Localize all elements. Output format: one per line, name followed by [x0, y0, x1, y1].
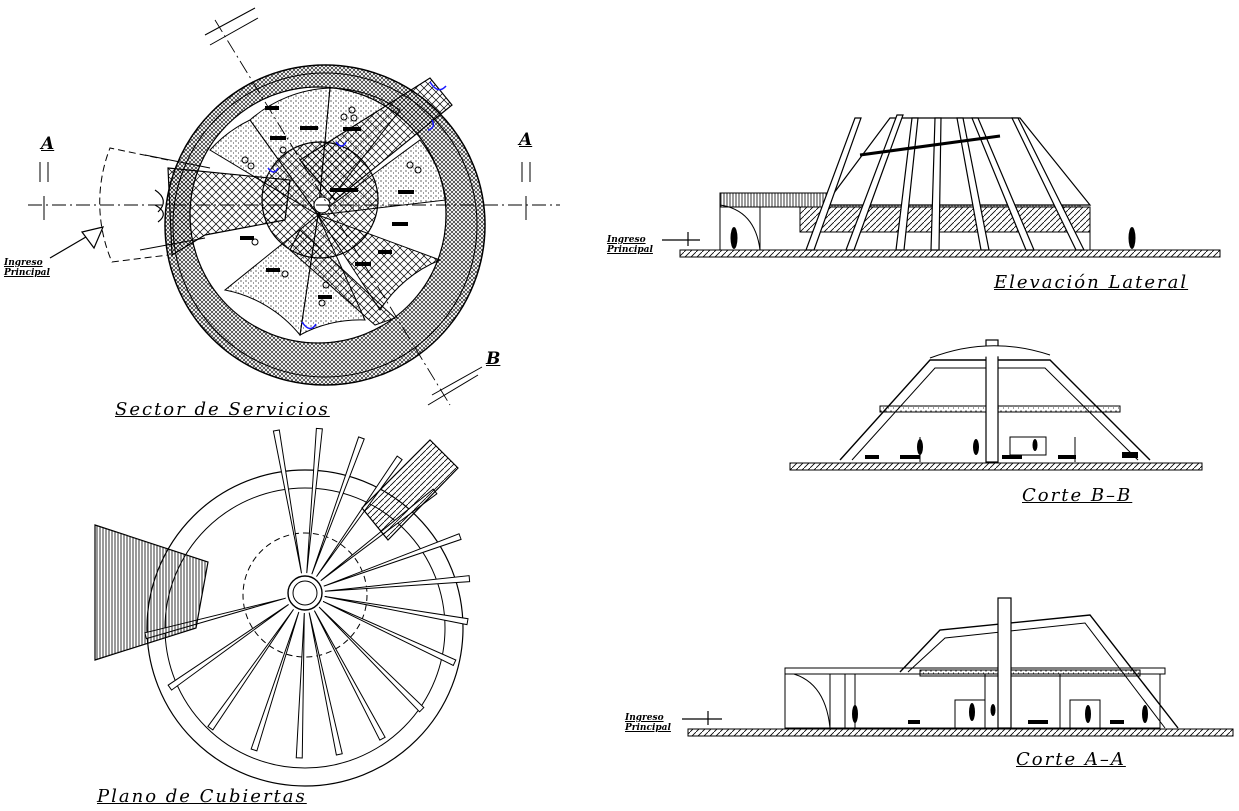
- roof-beam: [324, 575, 471, 592]
- roof-beam: [308, 612, 343, 756]
- elevation-column: [956, 117, 990, 251]
- roof-beam: [316, 455, 403, 577]
- roof-beam: [272, 429, 303, 574]
- entrance-line2: Principal: [4, 268, 50, 278]
- roof-beam: [207, 609, 294, 731]
- elevation-column: [845, 114, 904, 251]
- entrance-line1: Ingreso: [625, 713, 664, 723]
- entrance-label-section-aa: Ingreso Principal: [625, 713, 671, 733]
- roof-plan: [94, 427, 471, 787]
- roof-beam: [323, 533, 462, 587]
- entrance-line1: Ingreso: [4, 258, 43, 268]
- elevation-column: [895, 117, 919, 251]
- entrance-label-plan: Ingreso Principal: [4, 258, 50, 278]
- elevation-column: [1011, 117, 1085, 251]
- roof-beam: [306, 427, 323, 574]
- title-roof-plan: Plano de Cubiertas: [97, 786, 307, 807]
- roof-beam: [318, 606, 425, 713]
- entrance-label-elevation: Ingreso Principal: [607, 235, 653, 255]
- roof-beam: [250, 611, 300, 752]
- title-side-elevation: Elevación Lateral: [994, 272, 1189, 293]
- roof-beam: [324, 595, 469, 626]
- roof-beam: [311, 436, 365, 575]
- section-bb-drawing: [789, 339, 1203, 471]
- section-mark-a-right: A: [519, 130, 533, 150]
- elevation-column: [971, 117, 1035, 251]
- elevation-column: [805, 117, 862, 251]
- human-figures: [730, 227, 1136, 249]
- section-mark-b: B: [486, 349, 501, 369]
- roof-beam: [313, 610, 386, 741]
- roof-beam: [295, 612, 305, 759]
- title-section-bb: Corte B–B: [1022, 485, 1133, 506]
- elevation-column: [930, 117, 942, 251]
- side-elevation-drawing: [679, 114, 1221, 258]
- title-section-aa: Corte A–A: [1016, 749, 1126, 770]
- entrance-arrows: [662, 232, 722, 725]
- section-aa-drawing: [687, 597, 1234, 737]
- roof-beam: [167, 604, 289, 691]
- entrance-line1: Ingreso: [607, 235, 646, 245]
- entrance-line2: Principal: [607, 245, 653, 255]
- section-mark-a-left: A: [41, 134, 55, 154]
- entrance-line2: Principal: [625, 723, 671, 733]
- title-services-sector: Sector de Servicios: [115, 399, 330, 420]
- roof-beam: [322, 600, 457, 667]
- services-floor-plan: [28, 7, 560, 406]
